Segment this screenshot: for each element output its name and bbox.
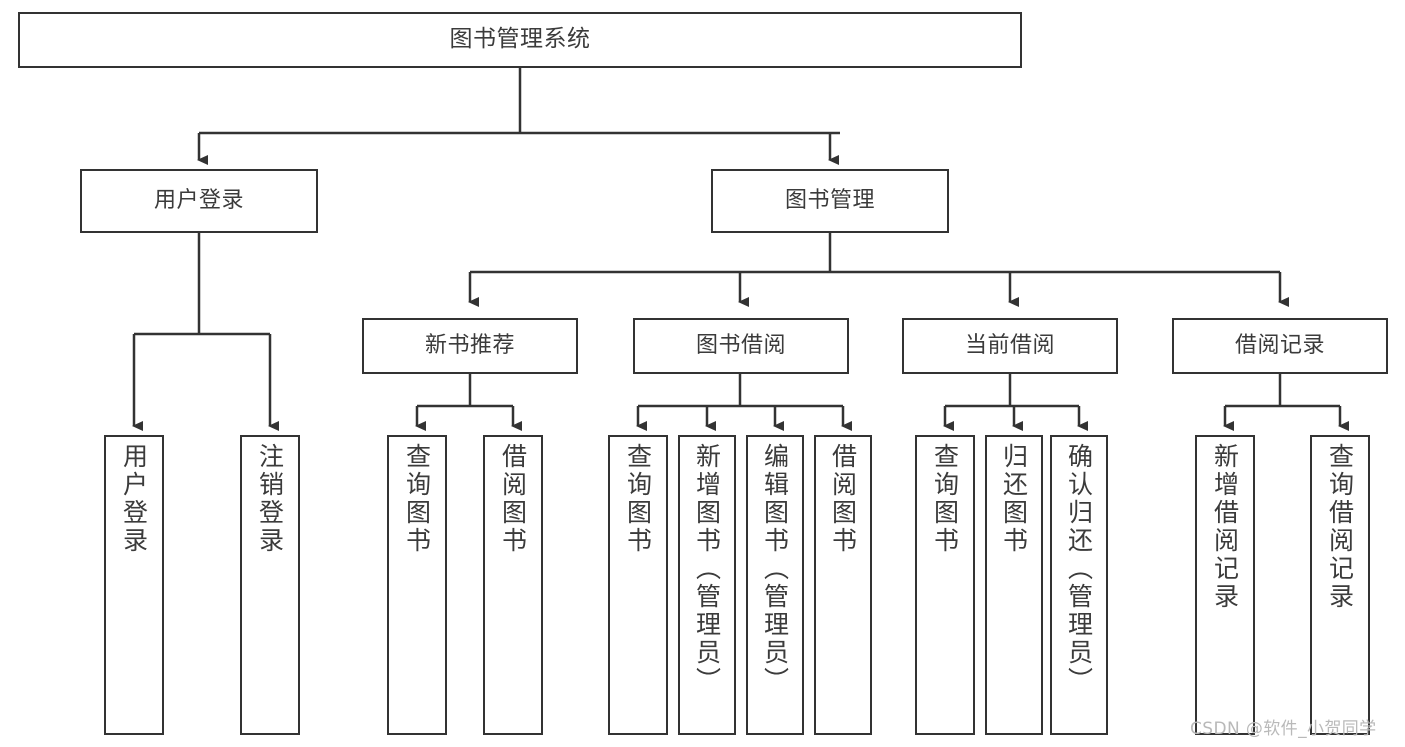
node-label: 借阅记录 — [1234, 332, 1325, 358]
node-label: 借阅图书 — [498, 443, 528, 555]
node-user-login[interactable]: 用户登录 — [80, 169, 318, 233]
leaf-user-login[interactable]: 用户登录 — [104, 435, 164, 735]
node-label: 编辑图书（管理员） — [760, 443, 790, 695]
node-label: 图书管理系统 — [449, 26, 591, 53]
leaf-borrow-books-recommendation[interactable]: 借阅图书 — [483, 435, 543, 735]
node-label: 查询借阅记录 — [1325, 443, 1355, 611]
node-label: 新书推荐 — [424, 332, 515, 358]
leaf-edit-book-admin[interactable]: 编辑图书（管理员） — [746, 435, 804, 735]
node-current-borrowing[interactable]: 当前借阅 — [902, 318, 1118, 374]
node-label: 图书管理 — [784, 187, 875, 213]
leaf-query-books-borrowing[interactable]: 查询图书 — [608, 435, 668, 735]
leaf-return-books[interactable]: 归还图书 — [985, 435, 1043, 735]
node-book-management[interactable]: 图书管理 — [711, 169, 949, 233]
node-label: 图书借阅 — [695, 332, 786, 358]
node-book-borrowing[interactable]: 图书借阅 — [633, 318, 849, 374]
watermark: CSDN @软件_小贺同学 — [1190, 719, 1377, 739]
leaf-confirm-return-admin[interactable]: 确认归还（管理员） — [1050, 435, 1108, 735]
node-label: 借阅图书 — [828, 443, 858, 555]
node-borrow-records[interactable]: 借阅记录 — [1172, 318, 1388, 374]
node-label: 注销登录 — [255, 443, 285, 555]
leaf-query-borrow-record[interactable]: 查询借阅记录 — [1310, 435, 1370, 735]
node-label: 归还图书 — [999, 443, 1029, 555]
leaf-logout[interactable]: 注销登录 — [240, 435, 300, 735]
leaf-query-books-current[interactable]: 查询图书 — [915, 435, 975, 735]
node-label: 新增图书（管理员） — [692, 443, 722, 695]
leaf-add-borrow-record[interactable]: 新增借阅记录 — [1195, 435, 1255, 735]
node-label: 当前借阅 — [964, 332, 1055, 358]
leaf-query-books-recommendation[interactable]: 查询图书 — [387, 435, 447, 735]
node-label: 新增借阅记录 — [1210, 443, 1240, 611]
node-label: 查询图书 — [402, 443, 432, 555]
node-label: 查询图书 — [930, 443, 960, 555]
node-root-library-management-system[interactable]: 图书管理系统 — [18, 12, 1022, 68]
node-new-book-recommendation[interactable]: 新书推荐 — [362, 318, 578, 374]
node-label: 确认归还（管理员） — [1064, 443, 1094, 695]
leaf-borrow-books-borrowing[interactable]: 借阅图书 — [814, 435, 872, 735]
node-label: 查询图书 — [623, 443, 653, 555]
leaf-add-book-admin[interactable]: 新增图书（管理员） — [678, 435, 736, 735]
node-label: 用户登录 — [119, 443, 149, 555]
node-label: 用户登录 — [153, 187, 244, 213]
